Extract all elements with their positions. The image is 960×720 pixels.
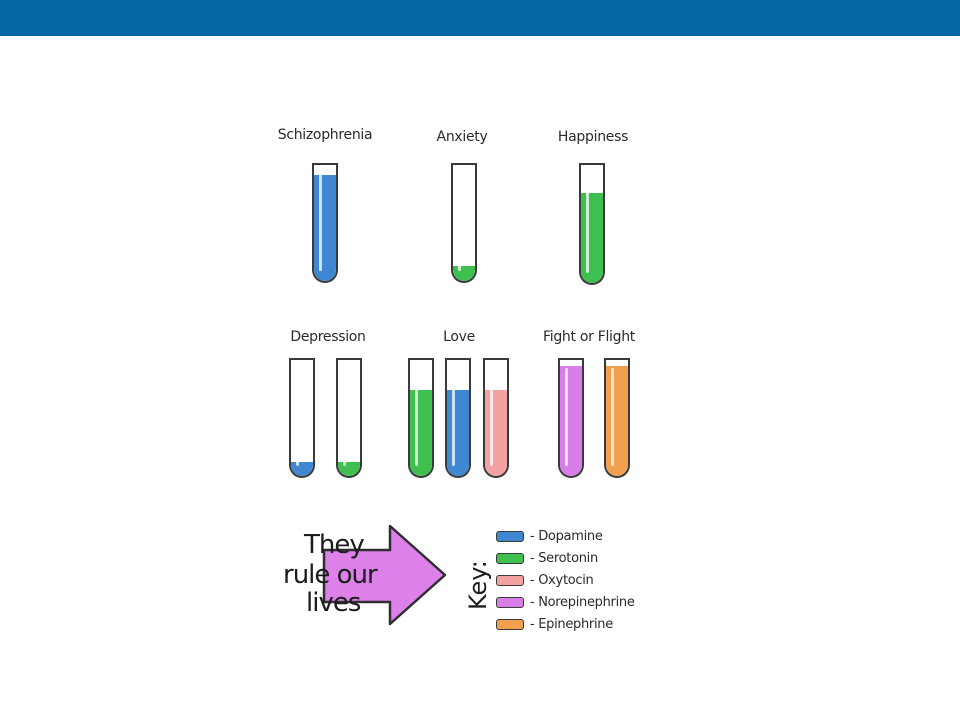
tube-lip xyxy=(606,358,628,360)
tube-liquid xyxy=(485,389,507,476)
swatch-norepinephrine xyxy=(496,596,524,608)
arrow-shape xyxy=(322,524,447,626)
tube-shine xyxy=(319,173,322,271)
tube-shine xyxy=(296,368,299,466)
tube-liquid xyxy=(581,193,603,283)
tube-liquid xyxy=(291,461,313,476)
tube-shine xyxy=(565,368,568,466)
test-tube-love-dopamine xyxy=(445,358,471,478)
key-text: - Oxytocin xyxy=(530,572,594,588)
test-tube-schizophrenia-dopamine xyxy=(312,163,338,283)
tube-liquid xyxy=(447,389,469,476)
test-tube-happiness-serotonin xyxy=(579,163,605,285)
test-tube-flight-epinephrine xyxy=(604,358,630,478)
tube-lip xyxy=(560,358,582,360)
tube-shine xyxy=(452,368,455,466)
key-text: - Dopamine xyxy=(530,528,603,544)
key-title: Key: xyxy=(464,560,492,610)
tube-lip xyxy=(485,358,507,360)
tube-lip xyxy=(291,358,313,360)
key-item-epinephrine: - Epinephrine xyxy=(496,616,613,632)
test-tube-depression-dopamine xyxy=(289,358,315,478)
tube-liquid xyxy=(338,461,360,476)
swatch-dopamine xyxy=(496,530,524,542)
condition-label-fight-or-flight: Fight or Flight xyxy=(543,329,635,345)
key-item-oxytocin: - Oxytocin xyxy=(496,572,594,588)
tube-liquid xyxy=(453,265,475,281)
tube-liquid xyxy=(606,366,628,476)
tube-lip xyxy=(410,358,432,360)
arrow-graphic xyxy=(322,524,447,626)
key-item-serotonin: - Serotonin xyxy=(496,550,598,566)
tube-shine xyxy=(458,173,461,271)
test-tube-love-oxytocin xyxy=(483,358,509,478)
tube-lip xyxy=(447,358,469,360)
header-bar xyxy=(0,0,960,36)
arrow-text-line-2: rule our xyxy=(283,560,378,590)
condition-label-anxiety: Anxiety xyxy=(436,129,488,145)
tube-lip xyxy=(338,358,360,360)
arrow-text-line-3: lives xyxy=(306,588,361,618)
arrow-text-line-1: They xyxy=(304,530,365,560)
tube-shine xyxy=(611,368,614,466)
test-tube-depression-serotonin xyxy=(336,358,362,478)
tube-shine xyxy=(490,368,493,466)
tube-lip xyxy=(453,163,475,165)
swatch-oxytocin xyxy=(496,574,524,586)
key-text: - Serotonin xyxy=(530,550,598,566)
condition-label-love: Love xyxy=(443,329,475,345)
test-tube-love-serotonin xyxy=(408,358,434,478)
tube-lip xyxy=(581,163,603,165)
key-text: - Epinephrine xyxy=(530,616,613,632)
swatch-epinephrine xyxy=(496,618,524,630)
key-item-dopamine: - Dopamine xyxy=(496,528,603,544)
swatch-serotonin xyxy=(496,552,524,564)
test-tube-anxiety-serotonin xyxy=(451,163,477,283)
tube-liquid xyxy=(560,366,582,476)
tube-liquid xyxy=(410,389,432,476)
tube-liquid xyxy=(314,174,336,281)
condition-label-depression: Depression xyxy=(290,329,366,345)
tube-shine xyxy=(586,173,589,273)
condition-label-happiness: Happiness xyxy=(557,129,629,145)
tube-shine xyxy=(415,368,418,466)
condition-label-schizophrenia: Schizophrenia xyxy=(277,127,373,143)
tube-shine xyxy=(343,368,346,466)
key-text: - Norepinephrine xyxy=(530,594,635,610)
neurotransmitter-diagram: Schizophrenia Anxiety Happiness Depressi… xyxy=(250,110,670,650)
key-item-norepinephrine: - Norepinephrine xyxy=(496,594,635,610)
test-tube-fight-norepinephrine xyxy=(558,358,584,478)
tube-lip xyxy=(314,163,336,165)
